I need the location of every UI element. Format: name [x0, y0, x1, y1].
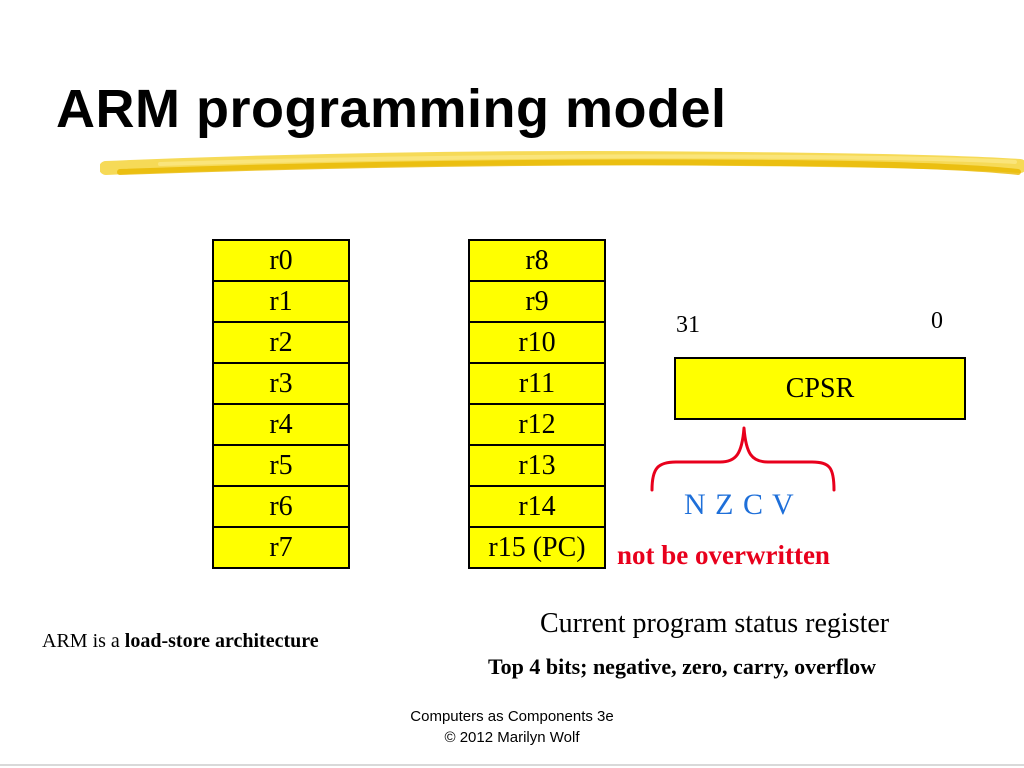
- cpsr-label: CPSR: [785, 372, 855, 404]
- register-r15-pc: r15 (PC): [468, 526, 606, 569]
- register-r14: r14: [468, 485, 606, 528]
- register-r1: r1: [212, 280, 350, 323]
- slide-footer: Computers as Components 3e © 2012 Marily…: [0, 706, 1024, 748]
- register-table-r8-r15: r8 r9 r10 r11 r12 r13 r14 r15 (PC): [468, 239, 606, 569]
- bottom-divider: [0, 764, 1024, 766]
- arm-architecture-note: ARM is a load-store architecture: [42, 630, 319, 653]
- cpsr-warning: not be overwritten: [617, 540, 830, 570]
- register-r9: r9: [468, 280, 606, 323]
- register-r6: r6: [212, 485, 350, 528]
- footer-book-title: Computers as Components 3e: [410, 708, 614, 725]
- cpsr-bit-31-label: 31: [676, 312, 700, 338]
- register-r12: r12: [468, 403, 606, 446]
- register-r0: r0: [212, 239, 350, 282]
- register-r2: r2: [212, 321, 350, 364]
- register-r7: r7: [212, 526, 350, 569]
- cpsr-flags: N Z C V: [684, 488, 795, 521]
- arm-note-emphasis: load-store architecture: [124, 630, 319, 652]
- cpsr-bit-0-label: 0: [931, 308, 943, 334]
- register-r3: r3: [212, 362, 350, 405]
- cpsr-description: Current program status register: [540, 608, 890, 639]
- cpsr-register-box: CPSR: [674, 357, 966, 420]
- title-underline-decoration: [100, 151, 1024, 175]
- arm-note-prefix: ARM is a: [42, 630, 125, 652]
- register-r11: r11: [468, 362, 606, 405]
- footer-copyright: © 2012 Marilyn Wolf: [444, 729, 580, 746]
- flags-brace-icon: [650, 426, 836, 492]
- register-r8: r8: [468, 239, 606, 282]
- register-table-r0-r7: r0 r1 r2 r3 r4 r5 r6 r7: [212, 239, 350, 569]
- register-r13: r13: [468, 444, 606, 487]
- register-r5: r5: [212, 444, 350, 487]
- slide-title: ARM programming model: [56, 79, 727, 139]
- cpsr-bits-description: Top 4 bits; negative, zero, carry, overf…: [488, 654, 876, 679]
- register-r4: r4: [212, 403, 350, 446]
- register-r10: r10: [468, 321, 606, 364]
